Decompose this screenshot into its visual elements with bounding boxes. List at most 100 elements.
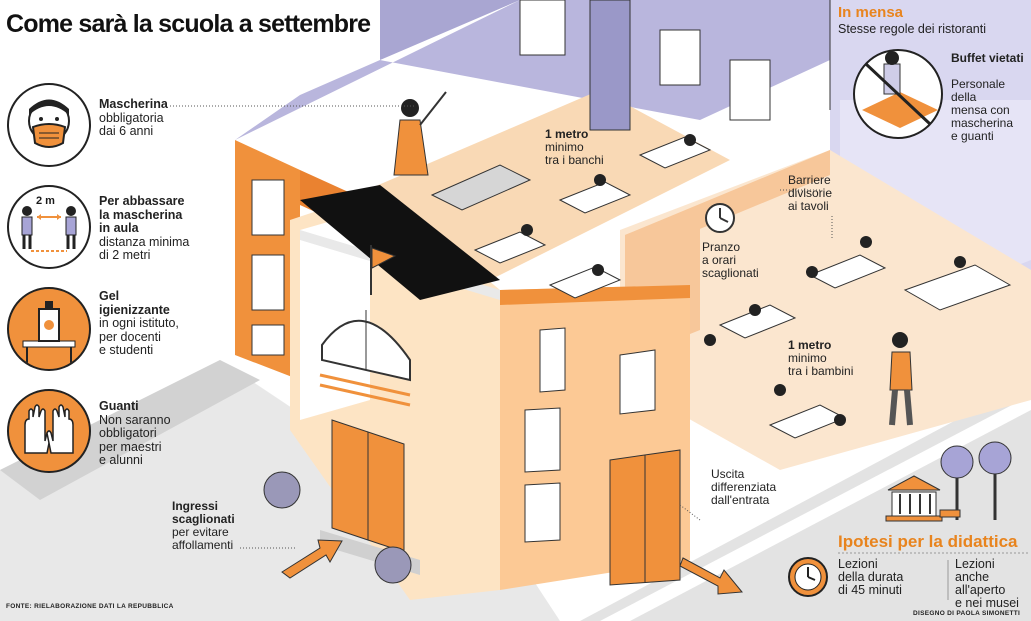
text-line: Pranzo xyxy=(702,240,741,254)
text-line: divisorie xyxy=(788,186,833,200)
illustrator-credit: DISEGNO DI PAOLA SIMONETTI xyxy=(913,610,1021,617)
gel-text: Gel igienizzante in ogni istituto, per d… xyxy=(99,289,179,358)
window xyxy=(524,407,561,473)
uscita-label: Uscita differenziata dall'entrata xyxy=(711,468,776,507)
distance-label: 2 m xyxy=(36,195,55,207)
text-line: Non saranno xyxy=(99,412,171,427)
staff-leg xyxy=(904,389,913,426)
tree xyxy=(940,445,974,479)
student xyxy=(592,264,604,276)
classroom-floor xyxy=(355,90,730,280)
facade-trim xyxy=(500,285,690,305)
lezioni-aperto-text: Lezioni anche all'aperto e nei musei xyxy=(955,558,1031,610)
banchi-bold: 1 metro xyxy=(545,127,589,141)
child xyxy=(834,414,846,426)
ingressi-label: Ingressi scaglionati per evitare affolla… xyxy=(172,500,235,552)
text-line: obbligatori xyxy=(99,426,157,440)
kitchen-counter xyxy=(903,264,1012,311)
ground-path xyxy=(600,395,1031,621)
text-line: distanza minima xyxy=(99,234,190,249)
buffet-label: Buffet vietati Personale della mensa con… xyxy=(951,52,1031,143)
wall-poster xyxy=(519,0,566,56)
source-credit: FONTE: RIELABORAZIONE DATI LA REPUBBLICA xyxy=(6,603,174,610)
window xyxy=(251,179,285,236)
child xyxy=(806,266,818,278)
gloves-icon xyxy=(7,389,91,473)
pointer xyxy=(419,91,447,126)
text-line: della durata xyxy=(838,570,904,584)
guanti-title: Guanti xyxy=(99,399,139,413)
barriere-label: Barriere divisorie ai tavoli xyxy=(788,174,832,213)
window xyxy=(619,349,656,415)
text-line: differenziata xyxy=(711,480,777,494)
text-line: mascherina xyxy=(951,116,1014,130)
window xyxy=(251,324,285,356)
student-desk xyxy=(548,266,622,299)
distanza-title-line: la mascherina xyxy=(99,207,183,222)
text-line: minimo xyxy=(545,140,584,154)
text-line: e nei musei xyxy=(955,596,1019,610)
plant-pot xyxy=(263,471,301,509)
text-line: dall'entrata xyxy=(711,493,770,507)
page-title: Come sarà la scuola a settembre xyxy=(6,10,371,38)
flag xyxy=(371,247,397,269)
gel-title-line: igienizzante xyxy=(99,302,170,317)
facade-stripe xyxy=(319,383,411,407)
staff-head xyxy=(892,332,908,348)
text-line: a orari xyxy=(702,253,737,267)
mascherina-text: Mascherina obbligatoria dai 6 anni xyxy=(99,97,168,139)
bambini-label: 1 metro minimo tra i bambini xyxy=(788,339,853,378)
text-line: Lezioni anche xyxy=(955,557,995,584)
classroom-window xyxy=(659,29,701,86)
mensa-title: In mensa xyxy=(838,4,904,21)
ingressi-bold: Ingressi xyxy=(172,499,219,513)
sanitizer-gel-icon xyxy=(7,287,91,371)
no-buffet-icon xyxy=(853,49,943,139)
text-line: dai 6 anni xyxy=(99,124,154,138)
entrance-arrow xyxy=(281,539,343,579)
mascherina-title: Mascherina xyxy=(99,97,168,111)
student-desk xyxy=(558,181,632,214)
student xyxy=(521,224,533,236)
child xyxy=(749,304,761,316)
didattica-title: Ipotesi per la didattica xyxy=(838,532,1018,551)
clock-hand xyxy=(719,217,729,223)
student xyxy=(684,134,696,146)
text-line: in ogni istituto, xyxy=(99,316,179,330)
text-line: Personale xyxy=(951,77,1006,91)
text-line: di 2 metri xyxy=(99,248,151,262)
bench xyxy=(939,509,961,518)
tree xyxy=(978,441,1012,475)
entrance-roof xyxy=(300,185,500,300)
distance-people-icon xyxy=(7,185,91,269)
mask-face-icon xyxy=(7,83,91,167)
banchi-label: 1 metro minimo tra i banchi xyxy=(545,128,604,167)
text-line: di 45 minuti xyxy=(838,583,902,597)
student xyxy=(594,174,606,186)
classroom-door xyxy=(589,0,631,131)
window xyxy=(539,327,566,393)
ingressi-bold: scaglionati xyxy=(172,512,235,526)
staff-person xyxy=(889,351,913,391)
child xyxy=(860,236,872,248)
window xyxy=(524,482,561,543)
gel-title-line: Gel xyxy=(99,289,120,303)
pranzo-label: Pranzo a orari scaglionati xyxy=(702,241,759,280)
text-line: minimo xyxy=(788,351,827,365)
wall-shade xyxy=(380,0,520,60)
text-line: e alunni xyxy=(99,453,143,467)
bambini-bold: 1 metro xyxy=(788,338,832,352)
distanza-title-line: in aula xyxy=(99,221,139,235)
text-line: e studenti xyxy=(99,343,154,357)
text-line: Lezioni xyxy=(838,557,878,571)
distanza-text: Per abbassare la mascherina in aula dist… xyxy=(99,194,190,263)
window xyxy=(251,254,285,311)
mensa-subtitle: Stesse regole dei ristoranti xyxy=(838,22,986,36)
text-line: per evitare xyxy=(172,525,229,539)
exit-arrow xyxy=(679,557,743,595)
text-line: mensa con xyxy=(951,103,1010,117)
text-line: Uscita xyxy=(711,467,745,481)
teacher xyxy=(393,119,429,176)
text-line: all'aperto xyxy=(955,583,1006,597)
